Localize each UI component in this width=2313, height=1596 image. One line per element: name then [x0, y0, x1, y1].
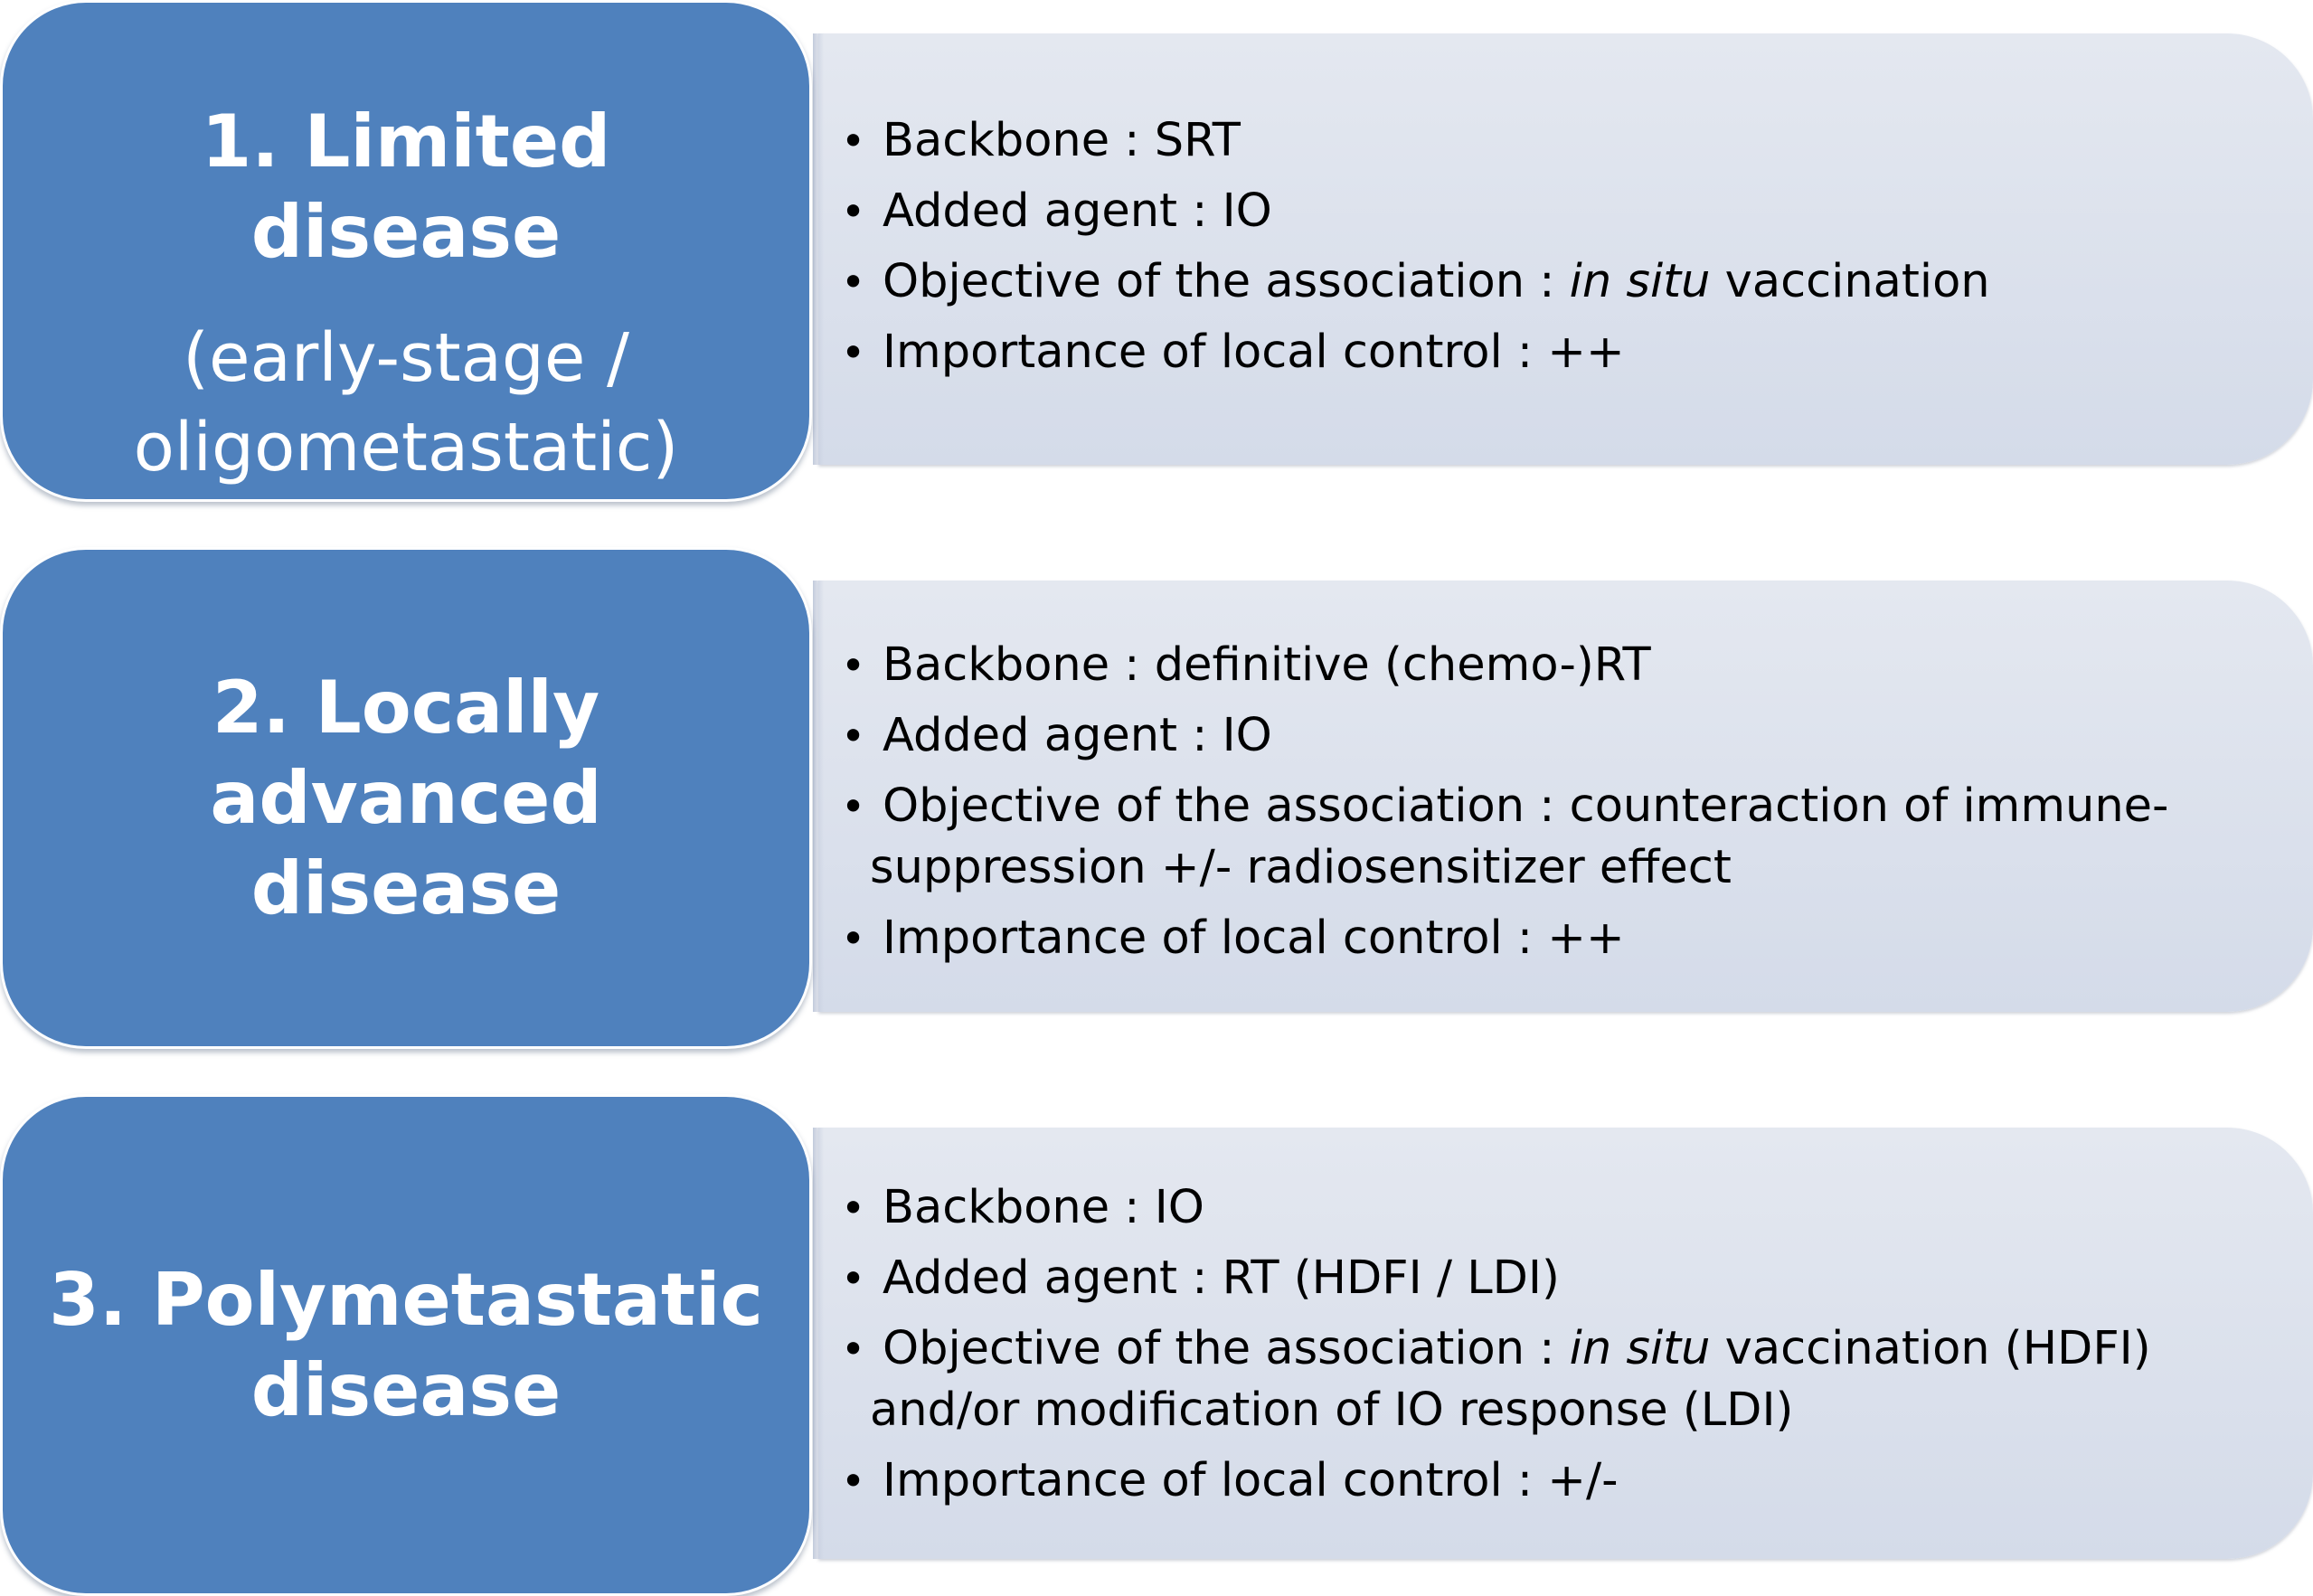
- label-subtitle-line-1: (early-stage /: [183, 319, 629, 397]
- label-title-line-1: 2. Locally advanced: [210, 665, 602, 840]
- bullet-added-agent: Added agent : IO: [841, 705, 2170, 767]
- bullet-local-control: Importance of local control : ++: [841, 322, 2170, 383]
- bullet-added-agent-text: Added agent : IO: [883, 184, 1272, 238]
- bullet-objective: Objective of the association : in situ v…: [841, 1318, 2170, 1441]
- bullet-objective-prefix: Objective of the association :: [883, 1322, 1570, 1375]
- bullet-list-locally-advanced-disease: Backbone : definitive (chemo-)RT Added a…: [841, 635, 2170, 978]
- row-locally-advanced-disease: 2. Locally advanced disease Backbone : d…: [0, 547, 2313, 1049]
- bullet-objective: Objective of the association : in situ v…: [841, 251, 2170, 313]
- bullet-backbone: Backbone : SRT: [841, 110, 2170, 172]
- label-subtitle-line-2: oligometastatic): [133, 409, 679, 486]
- bullet-list-limited-disease: Backbone : SRT Added agent : IO Objectiv…: [841, 110, 2170, 392]
- bullet-local-control: Importance of local control : +/-: [841, 1450, 2170, 1512]
- bullet-backbone: Backbone : definitive (chemo-)RT: [841, 635, 2170, 696]
- bullet-added-agent: Added agent : IO: [841, 181, 2170, 242]
- bullet-backbone-text: Backbone : IO: [883, 1181, 1204, 1234]
- bullet-objective-line-2: suppression +/- radiosensitizer effect: [870, 841, 1732, 894]
- bullet-added-agent-text: Added agent : RT (HDFI / LDI): [883, 1251, 1560, 1305]
- bullet-objective-line-2: and/or modification of IO response (LDI): [870, 1384, 1794, 1437]
- bullet-objective-italic: in situ: [1569, 255, 1711, 308]
- label-title-line-1: 3. Polymetastatic: [49, 1257, 763, 1342]
- bullet-objective-suffix: vaccination: [1710, 255, 1990, 308]
- label-title: 1. Limited disease: [201, 99, 611, 274]
- bullet-objective: Objective of the association : counterac…: [841, 776, 2170, 899]
- bullet-backbone-text: Backbone : SRT: [883, 114, 1241, 167]
- label-title-line-2: disease: [250, 845, 562, 930]
- bullet-local-control-text: Importance of local control : ++: [883, 326, 1625, 379]
- label-box-limited-disease: 1. Limited disease (early-stage / oligom…: [0, 0, 812, 502]
- bullet-backbone: Backbone : IO: [841, 1177, 2170, 1239]
- bullet-added-agent-text: Added agent : IO: [883, 709, 1272, 762]
- label-box-locally-advanced-disease: 2. Locally advanced disease: [0, 547, 812, 1049]
- bullet-local-control-text: Importance of local control : +/-: [883, 1454, 1619, 1507]
- label-box-polymetastatic-disease: 3. Polymetastatic disease: [0, 1094, 812, 1596]
- bullet-local-control: Importance of local control : ++: [841, 908, 2170, 969]
- row-limited-disease: 1. Limited disease (early-stage / oligom…: [0, 0, 2313, 502]
- bullet-local-control-text: Importance of local control : ++: [883, 911, 1625, 965]
- bullet-objective-italic: in situ: [1569, 1322, 1711, 1375]
- bullet-backbone-text: Backbone : definitive (chemo-)RT: [883, 638, 1651, 692]
- bullet-added-agent: Added agent : RT (HDFI / LDI): [841, 1248, 2170, 1309]
- label-title-line-2: disease: [250, 1347, 562, 1432]
- content-box-limited-disease: [813, 33, 2313, 465]
- bullet-objective-line-1: Objective of the association : counterac…: [883, 779, 2169, 833]
- bullet-list-polymetastatic-disease: Backbone : IO Added agent : RT (HDFI / L…: [841, 1177, 2170, 1521]
- row-polymetastatic-disease: 3. Polymetastatic disease Backbone : IO …: [0, 1094, 2313, 1596]
- bullet-objective-prefix: Objective of the association :: [883, 255, 1570, 308]
- bullet-objective-suffix: vaccination (HDFI): [1710, 1322, 2151, 1375]
